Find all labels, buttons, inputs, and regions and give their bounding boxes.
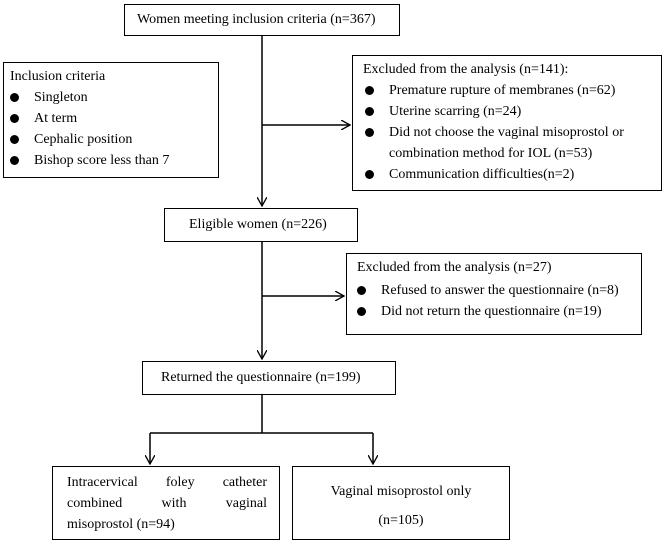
bullet-icon	[365, 170, 374, 179]
bullet-icon	[365, 107, 374, 116]
node-group-misoprostol-only: Vaginal misoprostol only (n=105)	[292, 466, 510, 540]
excluded1-item: Communication difficulties(n=2)	[363, 164, 624, 185]
excluded2-item: Refused to answer the questionnaire (n=8…	[355, 280, 619, 301]
excluded2-title: Excluded from the analysis (n=27)	[357, 260, 552, 275]
node-inclusion-criteria: Inclusion criteria Singleton At term Cep…	[3, 62, 219, 178]
node-returned-text: Returned the questionnaire (n=199)	[161, 370, 361, 385]
excluded2-list: Refused to answer the questionnaire (n=8…	[355, 280, 619, 322]
node-excluded-1: Excluded from the analysis (n=141): Prem…	[352, 55, 662, 191]
bullet-icon	[10, 93, 19, 102]
node-start: Women meeting inclusion criteria (n=367)	[124, 4, 400, 36]
node-excluded-2: Excluded from the analysis (n=27) Refuse…	[346, 253, 642, 335]
bullet-icon	[10, 156, 19, 165]
group-a-line: Intracervical foley catheter	[67, 475, 267, 490]
inclusion-item: Cephalic position	[8, 129, 169, 150]
excluded1-item: Uterine scarring (n=24)	[363, 101, 624, 122]
group-b-line: Vaginal misoprostol only	[330, 484, 472, 499]
excluded1-item: Premature rupture of membranes (n=62)	[363, 80, 624, 101]
inclusion-item: Singleton	[8, 87, 169, 108]
node-group-foley-combined: Intracervical foley catheter combined wi…	[52, 466, 280, 540]
inclusion-list: Singleton At term Cephalic position Bish…	[8, 87, 169, 171]
bullet-icon	[10, 114, 19, 123]
excluded1-title: Excluded from the analysis (n=141):	[363, 62, 569, 77]
group-a-line: misoprostol (n=94)	[67, 517, 175, 532]
inclusion-title: Inclusion criteria	[10, 69, 106, 84]
bullet-icon	[365, 128, 374, 137]
bullet-icon	[357, 307, 366, 316]
inclusion-item: At term	[8, 108, 169, 129]
node-returned: Returned the questionnaire (n=199)	[142, 361, 396, 395]
group-a-line: combined with vaginal	[67, 496, 267, 511]
bullet-icon	[10, 135, 19, 144]
inclusion-item: Bishop score less than 7	[8, 150, 169, 171]
node-start-text: Women meeting inclusion criteria (n=367)	[137, 12, 376, 27]
bullet-icon	[357, 286, 366, 295]
group-b-line: (n=105)	[378, 513, 424, 528]
node-eligible-text: Eligible women (n=226)	[189, 217, 327, 232]
excluded2-item: Did not return the questionnaire (n=19)	[355, 301, 619, 322]
excluded1-item: Did not choose the vaginal misoprostol o…	[363, 122, 624, 164]
excluded1-list: Premature rupture of membranes (n=62) Ut…	[363, 80, 624, 185]
bullet-icon	[365, 86, 374, 95]
node-eligible: Eligible women (n=226)	[164, 208, 358, 242]
